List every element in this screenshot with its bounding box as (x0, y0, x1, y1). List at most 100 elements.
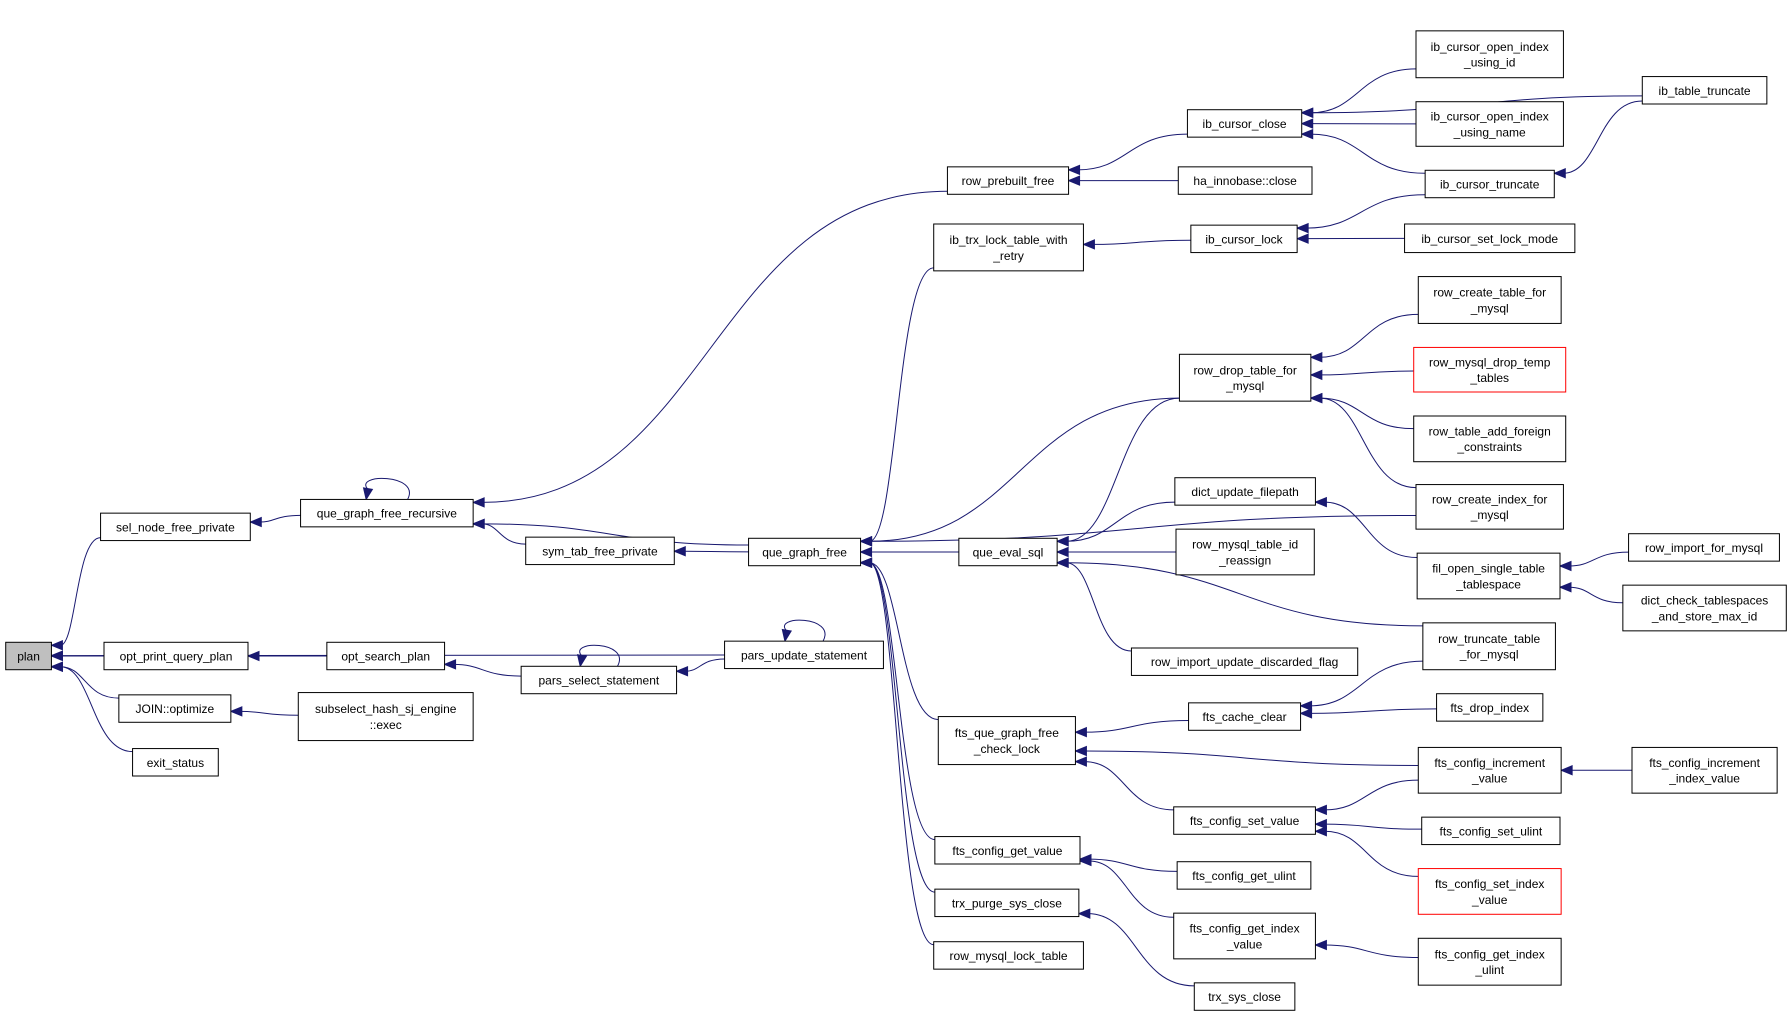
edge-arrowhead (1295, 222, 1309, 234)
node-plan[interactable]: plan (5, 641, 52, 671)
node-sel-node-free-private[interactable]: sel_node_free_private (100, 512, 251, 542)
node-sym-tab-free-private[interactable]: sym_tab_free_private (525, 536, 675, 566)
node-label: _value (1226, 937, 1263, 951)
node-fts-que-graph-free-check-lock[interactable]: fts_que_graph_free_check_lock (937, 716, 1076, 766)
edge-arrowhead (1314, 496, 1327, 508)
edge-ib-cursor-truncate-to-ib-cursor-close (1300, 128, 1426, 174)
node-box (1622, 584, 1787, 632)
node-box (1641, 76, 1768, 105)
edge-row-drop-table-for-mysql-to-que-eval-sql (1055, 397, 1180, 547)
node-row-truncate-table-for-mysql[interactable]: row_truncate_table_for_mysql (1422, 622, 1556, 671)
node-label: subselect_hash_sj_engine (315, 702, 457, 716)
node-label: _retry (992, 249, 1024, 263)
node-label: row_prebuilt_free (962, 174, 1055, 188)
node-fts-config-get-value[interactable]: fts_config_get_value (934, 836, 1081, 865)
node-row-table-add-foreign-constraints[interactable]: row_table_add_foreign_constraints (1413, 415, 1567, 463)
node-pars-select-statement[interactable]: pars_select_statement (520, 665, 678, 695)
edge-dict-update-filepath-to-que-eval-sql (1055, 501, 1175, 547)
edge-que-graph-free-recursive-to-que-graph-free-recursive (362, 477, 410, 501)
node-label: _reassign (1218, 553, 1271, 567)
node-opt-search-plan[interactable]: opt_search_plan (326, 641, 446, 671)
edge-ib-cursor-truncate-to-ib-cursor-lock (1295, 194, 1426, 234)
node-label: _tables (1469, 371, 1509, 385)
node-row-mysql-drop-temp-tables[interactable]: row_mysql_drop_temp _tables (1413, 346, 1567, 393)
edge-arrowhead (1558, 560, 1572, 572)
node-label: fts_config_get_index (1190, 922, 1300, 936)
node-row-prebuilt-free[interactable]: row_prebuilt_free (946, 166, 1070, 195)
edge-arrowhead (246, 650, 260, 662)
node-ib-cursor-close[interactable]: ib_cursor_close (1186, 109, 1303, 138)
edge-line (1066, 562, 1423, 627)
edge-line (579, 644, 620, 667)
edge-arrowhead (1309, 352, 1323, 363)
node-ib-trx-lock-table-with-retry[interactable]: ib_trx_lock_table_with_retry (933, 223, 1084, 272)
edge-arrowhead (675, 665, 689, 677)
node-row-create-table-for-mysql[interactable]: row_create_table_for_mysql (1417, 276, 1562, 324)
node-row-import-update-discarded-flag[interactable]: row_import_update_discarded_flag (1130, 647, 1359, 676)
node-dict-check-tablespaces[interactable]: dict_check_tablespaces_and_store_max_id (1622, 584, 1787, 632)
edge-line (1310, 68, 1417, 114)
edge-arrowhead (1314, 939, 1327, 951)
edge-line (1306, 194, 1426, 229)
edge-line (1066, 397, 1180, 542)
edge-row-truncate-table-for-mysql-to-que-eval-sql (1055, 557, 1423, 627)
node-fts-config-set-ulint[interactable]: fts_config_set_ulint (1421, 816, 1561, 846)
node-box (1436, 693, 1544, 722)
node-fil-open-single-table-tablespace[interactable]: fil_open_single_table_tablespace (1416, 552, 1561, 600)
edge-ib-trx-lock-table-with-retry-to-que-graph-free (859, 267, 934, 547)
edge-line (1088, 858, 1178, 872)
node-box (1176, 861, 1312, 890)
node-opt-print-query-plan[interactable]: opt_print_query_plan (103, 641, 249, 671)
edge-arrowhead (1299, 708, 1313, 719)
node-ib-cursor-truncate[interactable]: ib_cursor_truncate (1424, 169, 1555, 199)
node-label: row_mysql_drop_temp (1429, 355, 1551, 369)
node-subselect-exec[interactable]: subselect_hash_sj_engine::exec (297, 692, 474, 742)
node-fts-drop-index[interactable]: fts_drop_index (1436, 693, 1544, 722)
node-row-drop-table-for-mysql[interactable]: row_drop_table_for_mysql (1178, 353, 1312, 402)
node-fts-config-increment-index-value[interactable]: fts_config_increment_index_value (1631, 746, 1778, 794)
node-fts-cache-clear[interactable]: fts_cache_clear (1188, 702, 1302, 731)
node-row-mysql-lock-table[interactable]: row_mysql_lock_table (933, 941, 1084, 970)
node-que-graph-free-recursive[interactable]: que_graph_free_recursive (300, 498, 474, 528)
node-ha-innobase-close[interactable]: ha_innobase::close (1177, 166, 1313, 195)
node-ib-table-truncate[interactable]: ib_table_truncate (1641, 76, 1768, 105)
node-fts-config-set-value[interactable]: fts_config_set_value (1173, 806, 1316, 835)
node-ib-cursor-open-index-using-name[interactable]: ib_cursor_open_index_using_name (1415, 101, 1564, 147)
edge-arrowhead (50, 661, 63, 672)
edge-line (1319, 313, 1419, 358)
node-label: _using_id (1463, 56, 1515, 70)
node-trx-purge-sys-close[interactable]: trx_purge_sys_close (934, 888, 1080, 918)
node-row-mysql-table-id-reassign[interactable]: row_mysql_table_id_reassign (1175, 528, 1315, 576)
edge-fts-cache-clear-to-fts-que-graph-free-check-lock (1074, 719, 1189, 738)
node-fts-config-get-index-ulint[interactable]: fts_config_get_index_ulint (1417, 937, 1562, 986)
node-label: fts_cache_clear (1203, 710, 1287, 724)
node-ib-cursor-set-lock-mode[interactable]: ib_cursor_set_lock_mode (1404, 223, 1576, 254)
node-label: ib_cursor_lock (1205, 232, 1283, 246)
edge-arrowhead (362, 487, 374, 501)
node-label: _ulint (1474, 963, 1504, 977)
node-fts-config-get-ulint[interactable]: fts_config_get_ulint (1176, 861, 1312, 890)
node-join-optimize[interactable]: JOIN::optimize (118, 694, 232, 723)
node-exit-status[interactable]: exit_status (132, 748, 219, 777)
node-fts-config-set-index-value[interactable]: fts_config_set_index_value (1417, 868, 1562, 915)
node-label: _mysql (1470, 508, 1509, 522)
node-trx-sys-close[interactable]: trx_sys_close (1193, 982, 1296, 1011)
node-row-create-index-for-mysql[interactable]: row_create_index_for_mysql (1415, 484, 1564, 530)
node-ib-cursor-open-index-using-id[interactable]: ib_cursor_open_index_using_id (1415, 30, 1564, 79)
node-fts-config-get-index-value[interactable]: fts_config_get_index_value (1173, 912, 1316, 960)
edge-line (1568, 551, 1629, 567)
edge-fts-config-get-index-value-to-fts-config-get-value (1078, 855, 1174, 918)
edge-row-mysql-table-id-reassign-to-que-eval-sql (1055, 546, 1176, 558)
node-que-graph-free[interactable]: que_graph_free (748, 537, 862, 567)
node-ib-cursor-lock[interactable]: ib_cursor_lock (1190, 224, 1298, 254)
edge-line (685, 658, 725, 672)
edge-arrowhead (1299, 700, 1313, 712)
node-fts-config-increment-value[interactable]: fts_config_increment_value (1417, 746, 1562, 794)
node-label: fts_config_set_index (1435, 877, 1544, 891)
node-row-import-for-mysql[interactable]: row_import_for_mysql (1628, 533, 1780, 562)
node-que-eval-sql[interactable]: que_eval_sql (958, 537, 1058, 567)
node-pars-update-statement[interactable]: pars_update_statement (724, 640, 884, 670)
node-dict-update-filepath[interactable]: dict_update_filepath (1174, 477, 1316, 506)
node-box (300, 498, 474, 528)
